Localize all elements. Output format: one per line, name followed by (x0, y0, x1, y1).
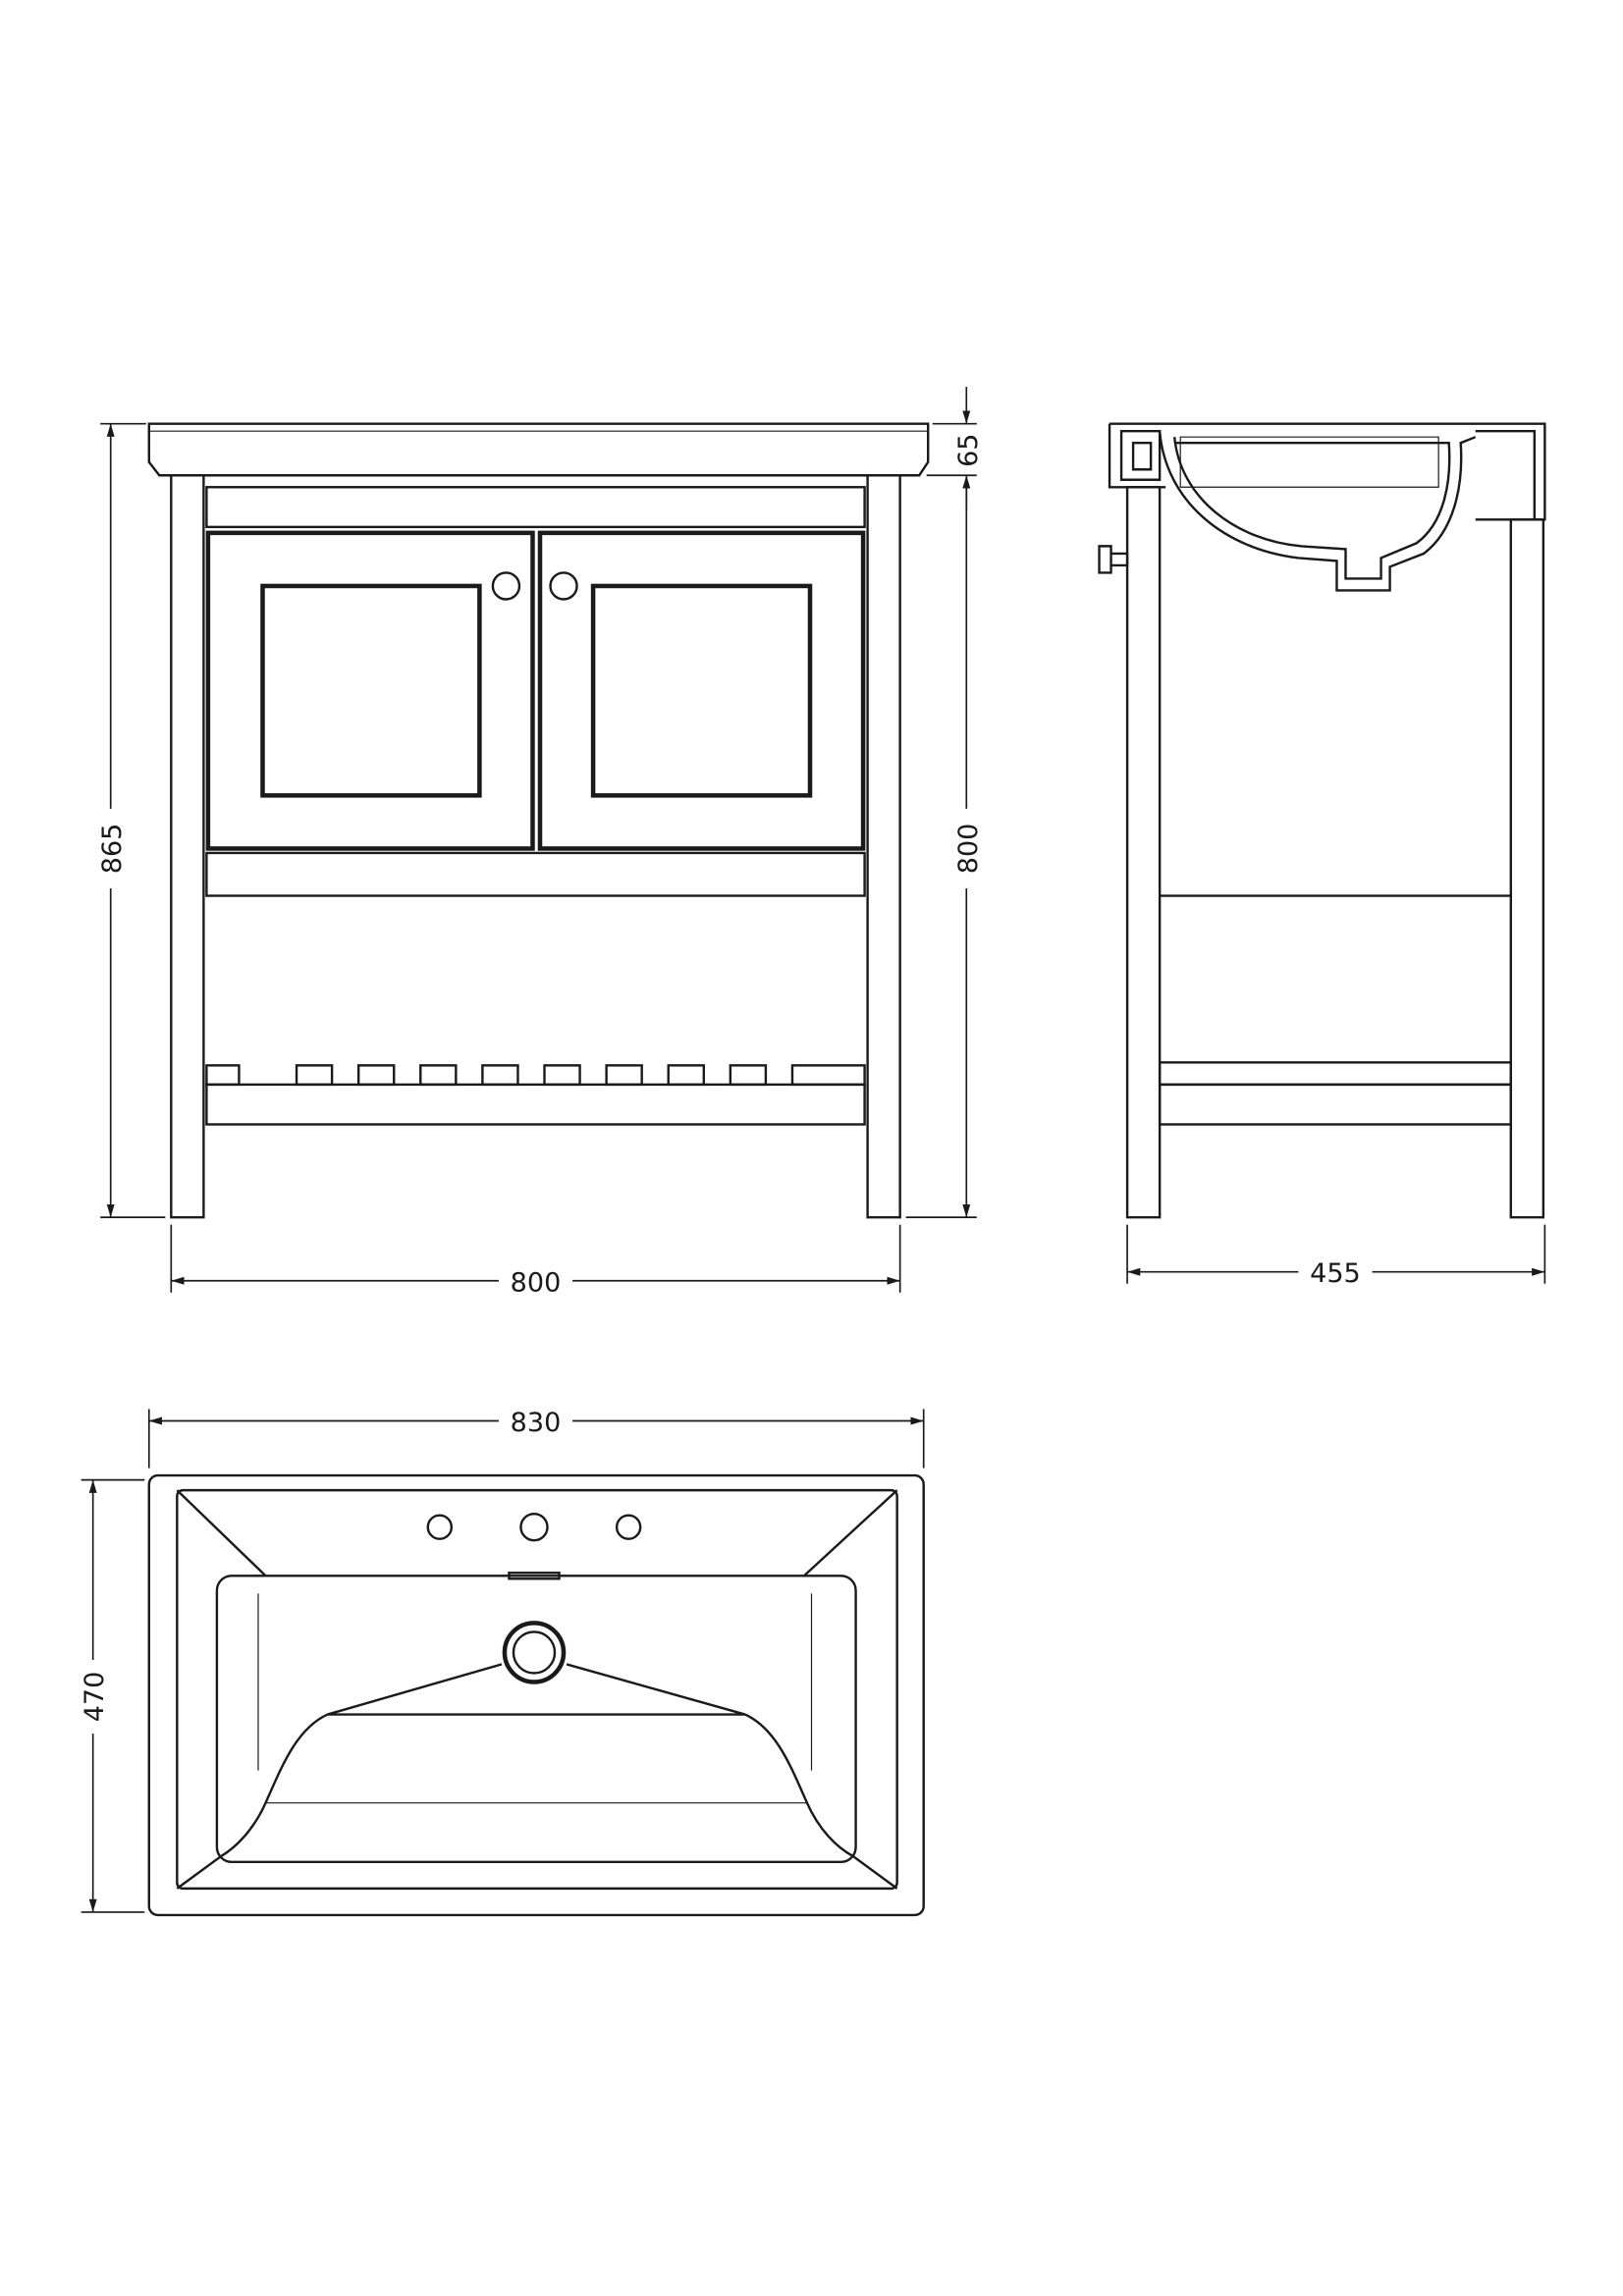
left-door (205, 530, 535, 851)
top-view: 830 470 (80, 1408, 925, 1917)
right-door-panel (590, 583, 813, 798)
dimension-65: 65 (926, 387, 984, 509)
side-back-leg (1509, 518, 1545, 1219)
left-leg (170, 474, 205, 1219)
dimension-label-830: 830 (511, 1408, 562, 1438)
dimension-455: 455 (1126, 1224, 1546, 1289)
dimension-label-470: 470 (80, 1672, 110, 1723)
right-knob (549, 571, 578, 601)
slatted-shelf (205, 1064, 866, 1126)
dimension-label-65: 65 (953, 434, 984, 467)
tap-hole-center (519, 1512, 549, 1542)
left-knob (491, 571, 521, 601)
basin-bowl (215, 1575, 857, 1864)
dimension-label-865: 865 (97, 824, 128, 875)
dimension-label-455: 455 (1310, 1258, 1361, 1289)
side-view: 455 (1098, 422, 1546, 1289)
basin-outline (147, 1473, 925, 1917)
left-door-panel (260, 583, 482, 798)
side-shelf (1158, 1061, 1512, 1087)
dimension-470: 470 (80, 1478, 145, 1913)
drain (502, 1621, 567, 1684)
dimension-label-800-height: 800 (953, 824, 984, 875)
dimension-800-height: 800 (905, 475, 984, 1218)
dimension-830: 830 (147, 1408, 925, 1468)
dimension-865: 865 (97, 422, 166, 1218)
front-view: 865 65 800 800 (97, 387, 984, 1298)
top-rail (205, 486, 866, 529)
tap-hole-right (615, 1514, 642, 1540)
basin-rim (176, 1488, 898, 1891)
side-front-leg (1125, 486, 1162, 1219)
bottom-rail (205, 851, 866, 897)
side-knob (1098, 545, 1129, 574)
dimension-label-800-width: 800 (511, 1267, 562, 1298)
right-door (537, 530, 866, 851)
dimension-800-width: 800 (170, 1224, 901, 1298)
basin-section (1158, 431, 1477, 592)
tap-hole-left (426, 1514, 454, 1540)
right-leg (866, 474, 901, 1219)
countertop (147, 422, 930, 477)
overflow-slot (508, 1572, 561, 1580)
